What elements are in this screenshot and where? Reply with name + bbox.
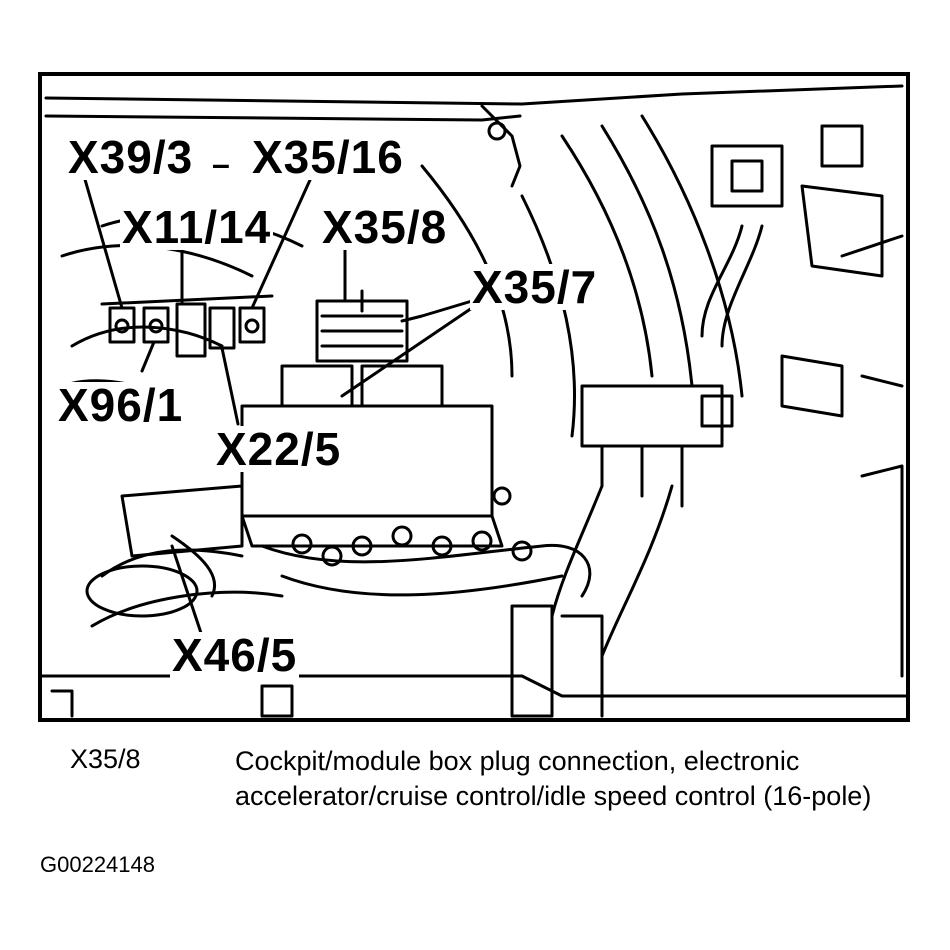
callout-x46-5: X46/5 (170, 629, 300, 681)
figure-id: G00224148 (40, 852, 155, 877)
diagram-frame: X39/3 – X35/16 X11/14 X35/8 X35/7 X96/1 … (38, 72, 910, 722)
callout-x35-7: X35/7 (470, 261, 600, 313)
legend-description: Cockpit/module box plug connection, elec… (235, 746, 872, 811)
callout-x96-1: X96/1 (56, 379, 186, 431)
callout-x35-16: X35/16 (250, 131, 406, 183)
callout-x22-5: X22/5 (214, 423, 344, 475)
callout-dash: – (212, 146, 231, 182)
callout-x11-14: X11/14 (120, 201, 274, 253)
callout-x39-3: X39/3 (66, 131, 196, 183)
callout-x35-8: X35/8 (320, 201, 450, 253)
legend-code: X35/8 (70, 744, 141, 774)
